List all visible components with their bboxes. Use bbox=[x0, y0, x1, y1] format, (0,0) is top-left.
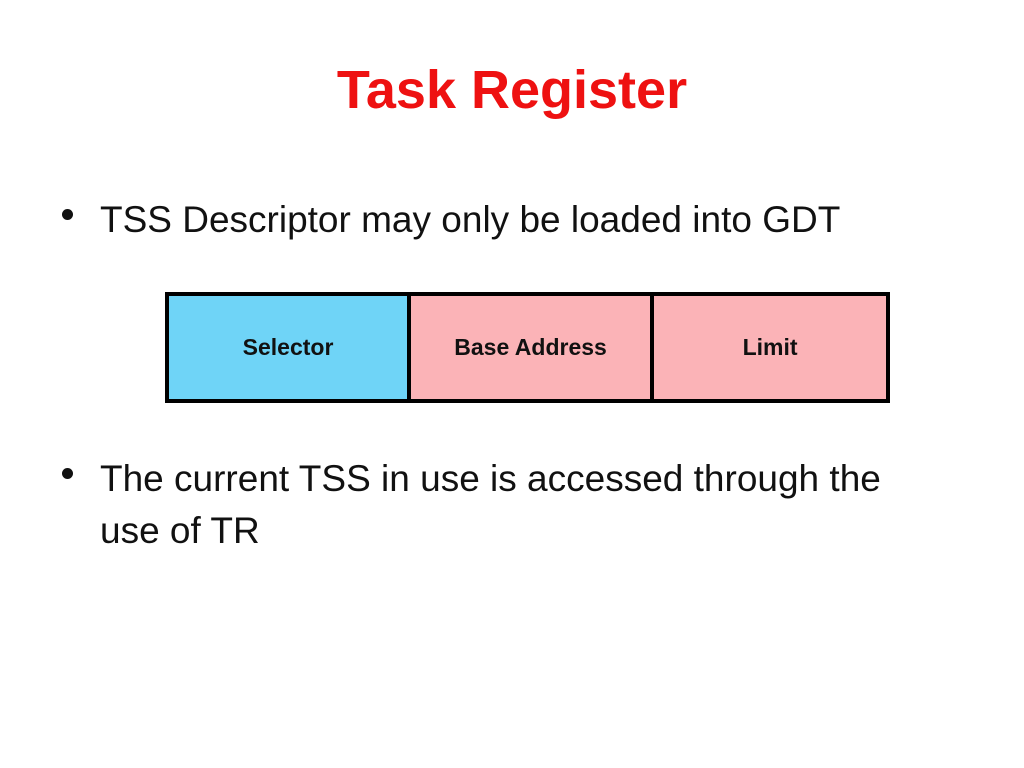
diagram-cell-selector: Selector bbox=[169, 296, 408, 399]
bullet-line: The current TSS in use is accessed throu… bbox=[100, 458, 881, 499]
slide-title: Task Register bbox=[336, 60, 688, 120]
bullet-line: use of TR bbox=[100, 510, 260, 551]
diagram-cell-base-address: Base Address bbox=[407, 296, 651, 399]
diagram-cell-limit: Limit bbox=[650, 296, 886, 399]
bullet-text: TSS Descriptor may only be loaded into G… bbox=[100, 194, 840, 246]
bullet-item-2: The current TSS in use is accessed throu… bbox=[62, 453, 881, 557]
bullet-text: The current TSS in use is accessed throu… bbox=[100, 453, 881, 557]
bullet-item-1: TSS Descriptor may only be loaded into G… bbox=[62, 194, 840, 246]
task-register-diagram: Selector Base Address Limit bbox=[165, 292, 890, 403]
bullet-dot-icon bbox=[62, 468, 73, 479]
bullet-dot-icon bbox=[62, 209, 73, 220]
bullet-line: TSS Descriptor may only be loaded into G… bbox=[100, 199, 841, 240]
